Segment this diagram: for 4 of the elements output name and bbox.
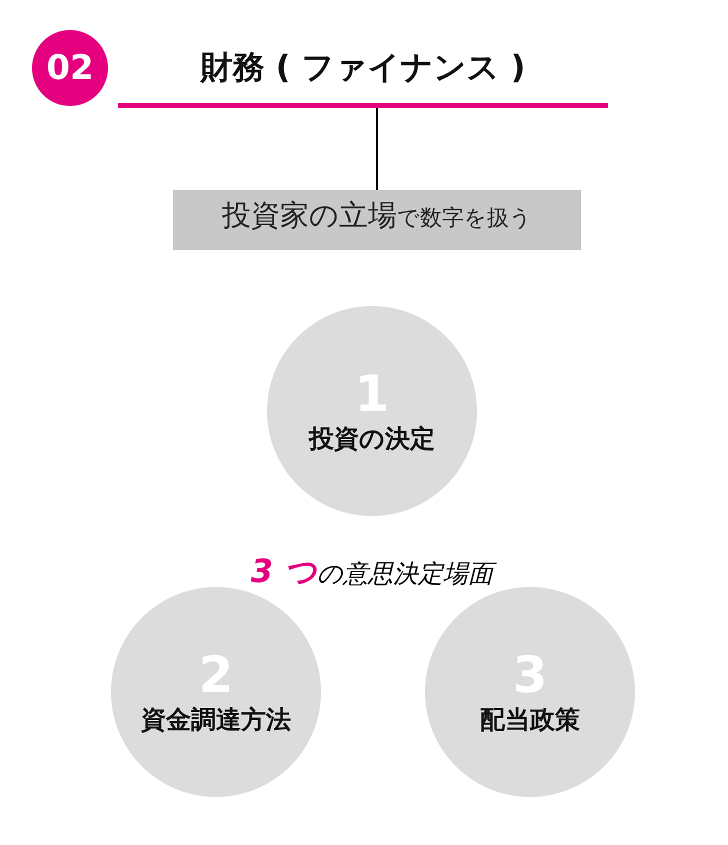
connector-line — [376, 108, 378, 190]
caption-box: 投資家の立場で数字を扱う — [173, 190, 581, 250]
underlined-heading: 財務 ( ファイナンス ) — [118, 36, 608, 108]
number-badge: 02 — [32, 30, 108, 106]
